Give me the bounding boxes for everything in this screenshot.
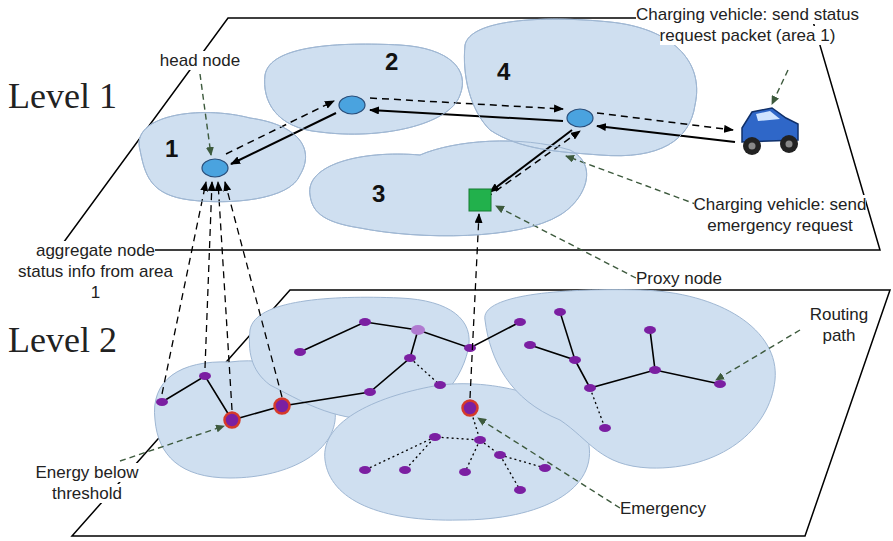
- area-region: 2: [260, 40, 470, 140]
- label-holder: Charging vehicle: send status request pa…: [630, 4, 865, 46]
- callout-label: Charging vehicle: send status request pa…: [636, 5, 859, 45]
- callout-label: Energy below threshold: [35, 463, 138, 503]
- level-title: Level 2: [8, 320, 117, 360]
- area-number: 1: [165, 135, 178, 163]
- label-holder: Energy below threshold: [22, 462, 152, 504]
- area-region: 1: [130, 105, 315, 205]
- label-holder: Charging vehicle: send emergency request: [690, 194, 870, 236]
- callout-label: Emergency: [620, 499, 706, 518]
- label-holder: Routing path: [798, 304, 880, 346]
- area-number: 3: [372, 180, 385, 208]
- callout-label: Routing path: [810, 305, 869, 345]
- callout-label: aggregate node status info from area 1: [18, 241, 173, 302]
- callout-label: Proxy node: [636, 269, 722, 288]
- area-outline: [260, 40, 470, 140]
- label-holder: aggregate node status info from area 1: [18, 240, 173, 303]
- level-title: Level 1: [8, 76, 117, 116]
- area-outline: [130, 105, 315, 205]
- callout-label: head node: [160, 51, 240, 70]
- label-holder: Emergency: [620, 498, 730, 519]
- area-number: 2: [385, 48, 398, 76]
- charging-vehicle: [742, 108, 798, 155]
- callout-label: Charging vehicle: send emergency request: [694, 195, 867, 235]
- label-holder: Proxy node: [636, 268, 736, 289]
- label-holder: head node: [150, 50, 250, 71]
- label-holder: Level 2: [8, 320, 117, 360]
- label-holder: Level 1: [8, 76, 117, 116]
- area-number: 4: [497, 58, 510, 86]
